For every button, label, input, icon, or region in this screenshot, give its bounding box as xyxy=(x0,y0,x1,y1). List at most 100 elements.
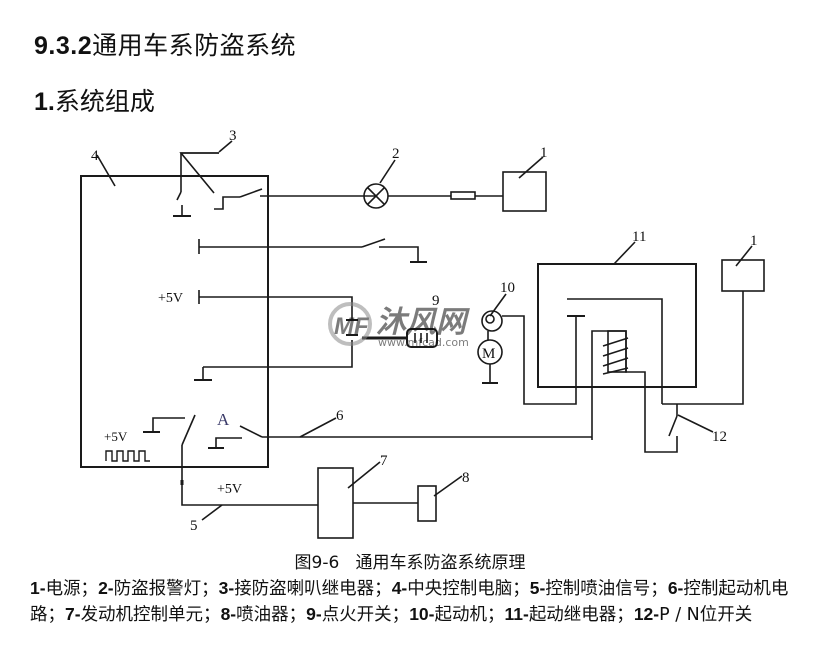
label-4: 4 xyxy=(91,148,99,164)
figure-legend: 1-电源；2-防盗报警灯；3-接防盗喇叭继电器；4-中央控制电脑；5-控制喷油信… xyxy=(30,576,800,628)
legend-item-number: 10- xyxy=(409,604,435,624)
legend-item-text: 电源； xyxy=(45,579,99,599)
terminal-a-ground xyxy=(215,437,242,448)
legend-item-number: 8- xyxy=(220,604,237,624)
label-6: 6 xyxy=(336,408,344,424)
plus5v-inner-terminal xyxy=(143,417,185,433)
legend-item-text: P / N位开关 xyxy=(659,605,753,625)
horn-switch xyxy=(176,191,182,201)
figure-caption-title: 通用车系防盗系统原理 xyxy=(355,553,526,573)
figure-caption-number: 图9-6 xyxy=(294,553,340,573)
coil-turn2 xyxy=(602,347,629,357)
label-3: 3 xyxy=(229,128,237,144)
legend-item: 5-控制喷油信号； xyxy=(530,578,668,599)
central-computer-box xyxy=(80,175,269,468)
legend-item: 6-控制起动机电路； xyxy=(30,578,789,625)
row2-switch xyxy=(361,238,386,248)
leader-1-top xyxy=(518,156,544,179)
ignition-ground-wire xyxy=(203,340,353,368)
legend-item: 10-起动机； xyxy=(409,604,505,625)
legend-item-number: 1- xyxy=(30,578,46,598)
alarm-lamp-x2 xyxy=(367,187,385,205)
label-5: 5 xyxy=(190,518,198,534)
pn-switch-blade xyxy=(668,415,678,437)
legend-item-text: 中央控制电脑； xyxy=(407,579,530,599)
coil-turn1 xyxy=(602,337,629,347)
section-title: 通用车系防盗系统 xyxy=(92,31,297,60)
legend-item-text: 发动机控制单元； xyxy=(80,605,221,625)
horn-relay-wire-top xyxy=(180,152,219,192)
legend-item: 3-接防盗喇叭继电器； xyxy=(218,578,392,599)
relay-coil-wire xyxy=(591,330,678,453)
legend-item: 12-P / N位开关 xyxy=(633,604,753,625)
leader-4 xyxy=(96,154,116,187)
legend-item-number: 3- xyxy=(218,578,235,598)
legend-item-number: 4- xyxy=(391,578,408,598)
label-plus5v-row: +5V xyxy=(158,291,183,306)
legend-item: 2-防盗报警灯； xyxy=(98,578,219,599)
starter-relay-box xyxy=(537,263,697,388)
label-10: 10 xyxy=(500,280,515,296)
subsection-title: 系统组成 xyxy=(54,87,155,116)
legend-item-number: 7- xyxy=(65,604,81,624)
leader-11 xyxy=(613,241,636,265)
legend-item: 9-点火开关； xyxy=(306,604,410,625)
figure-caption: 图9-6 通用车系防盗系统原理 xyxy=(0,548,820,573)
legend-item-number: 12- xyxy=(633,604,660,624)
leader-6 xyxy=(299,417,337,438)
label-12: 12 xyxy=(712,429,727,445)
leader-12 xyxy=(677,414,714,433)
subsection-number: 1. xyxy=(34,88,55,116)
legend-item-number: 2- xyxy=(98,578,114,598)
legend-item: 11-起动继电器； xyxy=(504,604,633,625)
legend-item: 8-喷油器； xyxy=(220,604,307,625)
leader-1-right xyxy=(735,245,753,267)
injection-signal-wire xyxy=(181,445,318,506)
legend-item: 4-中央控制电脑； xyxy=(391,578,530,599)
label-1-right: 1 xyxy=(750,233,758,249)
motor-label: M xyxy=(482,346,495,362)
legend-item-text: 控制喷油信号； xyxy=(545,579,668,599)
label-2: 2 xyxy=(392,146,400,162)
fuse xyxy=(450,191,476,200)
section-number: 9.3.2 xyxy=(34,32,93,60)
alarm-switch-ground xyxy=(214,196,240,210)
legend-item-text: 起动机； xyxy=(434,605,505,625)
coil-turn3 xyxy=(602,357,629,367)
legend-item: 7-发动机控制单元； xyxy=(65,604,221,625)
label-plus5v-lower: +5V xyxy=(217,482,242,497)
power-supply-top xyxy=(502,171,547,212)
starter-to-relay-wire xyxy=(502,315,577,405)
legend-item-number: 9- xyxy=(306,604,322,624)
starter-solenoid-inner xyxy=(485,314,495,324)
leader-8 xyxy=(433,475,463,497)
legend-item-text: 防盗报警灯； xyxy=(113,579,219,599)
injector xyxy=(417,485,437,522)
coil-turn4 xyxy=(602,367,629,375)
injection-switch-blade xyxy=(181,414,196,446)
legend-item-text: 控制起动机电路； xyxy=(30,579,789,625)
pulse-signal-icon xyxy=(105,450,150,462)
label-plus5v-inner: +5V xyxy=(104,429,128,444)
relay-contact-wire xyxy=(600,298,663,404)
power-right-wire xyxy=(662,291,744,405)
leader-7 xyxy=(347,461,381,489)
legend-item-number: 11- xyxy=(504,604,529,624)
legend-item: 1-电源； xyxy=(30,578,99,599)
legend-item-text: 点火开关； xyxy=(321,605,410,625)
control-starter-wire xyxy=(239,425,263,438)
legend-item-text: 接防盗喇叭继电器； xyxy=(234,579,392,599)
engine-control-unit xyxy=(317,467,354,539)
legend-item-text: 喷油器； xyxy=(236,605,307,625)
relay-coil-core xyxy=(607,330,627,373)
label-9: 9 xyxy=(432,293,440,309)
alarm-switch-blade xyxy=(239,188,263,198)
circuit-diagram: 4 3 2 1 +5V 9 10 M xyxy=(80,128,765,539)
power-supply-right xyxy=(721,259,765,292)
plus5v-ignition-wire xyxy=(199,296,353,320)
horn-relay-wire xyxy=(179,152,219,194)
ignition-key xyxy=(406,328,438,348)
row2-ground-wire xyxy=(379,246,419,262)
leader-3 xyxy=(218,140,233,153)
leader-10 xyxy=(489,293,507,317)
